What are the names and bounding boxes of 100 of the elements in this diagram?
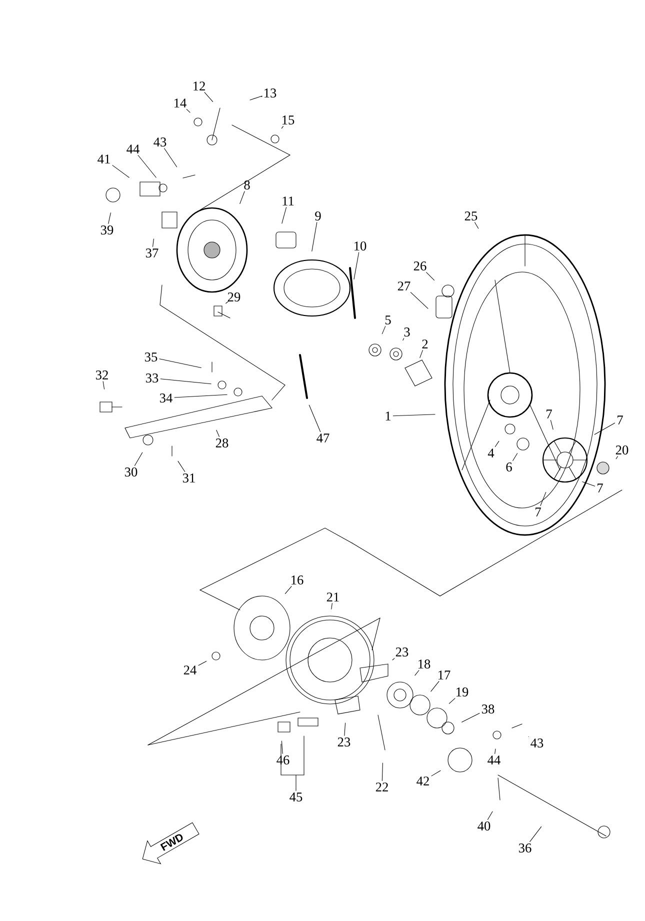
callout-number: 8 — [244, 180, 250, 190]
leader-line — [331, 603, 332, 610]
callout-number: 45 — [290, 792, 302, 802]
leader-line — [430, 681, 440, 692]
callout-number: 47 — [316, 434, 330, 442]
leader-line — [540, 492, 546, 506]
callout-number: 35 — [144, 352, 158, 362]
leader-line — [494, 748, 496, 754]
leader-line — [414, 670, 420, 676]
callout-number: 32 — [96, 370, 108, 380]
leader-line — [160, 378, 212, 384]
callout-number: 7 — [598, 484, 603, 492]
callout-number: 12 — [194, 82, 205, 90]
callout-number: 7 — [536, 508, 541, 516]
leader-line — [308, 404, 321, 432]
callout-number: 7 — [546, 410, 552, 418]
leader-line — [102, 381, 105, 390]
leader-line — [448, 698, 456, 704]
leader-line — [204, 92, 214, 102]
callout-number: 22 — [376, 782, 388, 792]
leader-line — [382, 326, 386, 334]
callout-number: 2 — [422, 340, 428, 348]
leader-line — [281, 126, 284, 129]
callout-number: 13 — [264, 88, 276, 98]
callout-number: 17 — [438, 670, 450, 680]
callout-number: 19 — [456, 688, 468, 696]
leader-line — [284, 586, 292, 594]
leader-line — [312, 222, 318, 252]
callout-number: 43 — [154, 138, 166, 146]
leader-line — [152, 238, 154, 247]
leader-line — [582, 481, 596, 486]
callout-number: 28 — [216, 438, 228, 448]
callout-number: 33 — [146, 374, 158, 382]
callout-number: 9 — [315, 212, 321, 220]
leader-line — [530, 826, 542, 842]
callout-number: 26 — [414, 262, 426, 270]
callout-number: 44 — [126, 144, 140, 154]
leader-line — [487, 811, 493, 820]
callout-number: 25 — [464, 212, 478, 220]
leader-line — [354, 252, 360, 280]
callout-number: 29 — [228, 292, 240, 302]
callout-number: 1 — [386, 412, 391, 420]
leader-line — [281, 740, 283, 754]
callout-number: 3 — [404, 328, 410, 336]
leader-line — [410, 292, 428, 309]
leader-line — [138, 155, 156, 178]
leader-line — [216, 430, 220, 437]
callout-number: 40 — [478, 822, 490, 830]
callout-number: 4 — [488, 448, 494, 458]
leader-line — [431, 770, 441, 776]
callout-number: 43 — [530, 738, 544, 748]
leader-line — [474, 222, 479, 229]
callout-number: 46 — [276, 756, 290, 764]
callout-number: 10 — [354, 242, 366, 250]
callout-number: 36 — [518, 844, 532, 852]
leader-line — [494, 440, 500, 448]
leader-line — [392, 414, 436, 416]
callout-number: 27 — [398, 282, 410, 290]
leader-line — [240, 191, 245, 204]
leader-bracket — [280, 736, 304, 791]
leader-line — [512, 453, 518, 461]
leader-line — [462, 713, 480, 722]
leader-line — [174, 394, 228, 398]
leader-line — [226, 300, 229, 304]
leader-line — [164, 148, 178, 168]
callout-number: 21 — [326, 592, 339, 602]
callout-number: 39 — [100, 226, 114, 234]
callout-number: 37 — [146, 248, 158, 258]
callout-number: 44 — [488, 756, 500, 764]
leader-line — [594, 422, 616, 435]
callout-number: 5 — [385, 316, 391, 324]
callout-number: 6 — [506, 462, 512, 472]
callout-number: 31 — [182, 474, 195, 482]
leader-line — [186, 109, 190, 113]
leader-line — [402, 338, 404, 340]
leader-line — [108, 212, 111, 224]
leader-line — [616, 456, 618, 460]
callout-number: 41 — [98, 154, 110, 164]
leader-line — [198, 660, 207, 666]
leader-line — [382, 762, 383, 781]
leader-line — [178, 460, 186, 472]
callout-number: 7 — [618, 416, 623, 424]
leader-line — [420, 350, 423, 358]
callout-number: 16 — [292, 576, 304, 584]
callout-number: 20 — [616, 446, 628, 454]
callout-number: 24 — [184, 666, 196, 674]
callout-number: 38 — [482, 704, 494, 714]
leader-line — [282, 207, 287, 224]
leader-line — [134, 452, 143, 466]
leader-line — [550, 420, 554, 430]
leader-line — [159, 358, 202, 368]
callout-number: 34 — [160, 394, 172, 402]
leader-line — [344, 722, 346, 736]
leader-line — [426, 272, 434, 280]
leader-line — [112, 165, 130, 178]
callout-number: 23 — [338, 738, 350, 746]
leader-line — [392, 658, 395, 660]
callout-number: 23 — [396, 648, 408, 656]
callout-number: 11 — [282, 196, 294, 206]
callout-number: 15 — [282, 116, 294, 124]
